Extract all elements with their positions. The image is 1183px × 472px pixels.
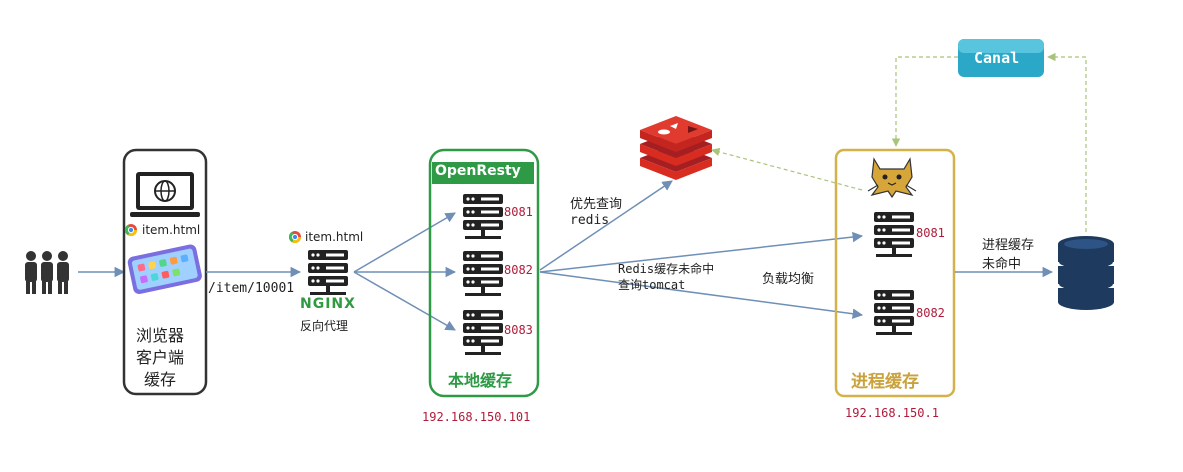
openresty-title: OpenResty xyxy=(435,163,521,179)
canal-label: Canal xyxy=(974,49,1020,67)
edge-database-canal-dashed xyxy=(1047,52,1087,232)
edge-openresty-redis xyxy=(539,180,673,271)
edge-openresty-tomcat-8081 xyxy=(539,231,864,273)
users-icon xyxy=(25,251,69,294)
edge-label-process-miss-2: 未命中 xyxy=(982,257,1022,272)
nginx-server-icon xyxy=(308,250,348,295)
tomcat-server-icon xyxy=(874,290,914,335)
tomcat-port-8081: 8081 xyxy=(916,226,945,240)
tomcat-server-icon xyxy=(874,212,914,257)
browser-file-label: item.html xyxy=(142,223,201,237)
chrome-icon xyxy=(288,231,301,244)
openresty-port-8082: 8082 xyxy=(504,263,533,277)
request-path-label: /item/10001 xyxy=(208,281,295,296)
edge-label-redis-miss-2: 查询tomcat xyxy=(618,278,686,292)
nginx-file-label: item.html xyxy=(305,230,364,244)
openresty-port-8081: 8081 xyxy=(504,205,533,219)
canal-box-highlight xyxy=(958,39,1044,53)
edge-label-redis-first-2: redis xyxy=(570,213,610,228)
openresty-ip: 192.168.150.101 xyxy=(422,410,531,424)
tomcat-caption: 进程缓存 xyxy=(851,372,919,392)
openresty-server-icon xyxy=(463,251,503,296)
edge-canal-tomcat-dashed xyxy=(891,56,958,147)
openresty-caption: 本地缓存 xyxy=(448,371,513,390)
laptop-icon xyxy=(130,172,200,217)
edge-nginx-8081 xyxy=(353,212,456,273)
openresty-port-8083: 8083 xyxy=(504,323,533,337)
database-icon xyxy=(1057,236,1115,310)
tomcat-port-8082: 8082 xyxy=(916,306,945,320)
phone-icon xyxy=(127,244,202,294)
edge-label-process-miss-1: 进程缓存 xyxy=(982,238,1035,253)
edge-label-redis-miss-1: Redis缓存未命中 xyxy=(618,262,715,276)
tomcat-icon xyxy=(867,157,917,199)
openresty-title-bg xyxy=(432,162,534,184)
edge-label-load-balance: 负载均衡 xyxy=(762,272,815,287)
redis-icon xyxy=(640,116,712,180)
browser-caption-line3: 缓存 xyxy=(144,370,177,389)
openresty-server-icon xyxy=(463,310,503,355)
tomcat-ip: 192.168.150.1 xyxy=(845,406,939,420)
openresty-box xyxy=(428,148,540,398)
edge-openresty-tomcat-8082 xyxy=(539,271,864,319)
edge-label-redis-first-1: 优先查询 xyxy=(570,197,623,212)
openresty-server-icon xyxy=(463,194,503,239)
tomcat-box xyxy=(834,148,956,398)
nginx-caption: 反向代理 xyxy=(300,319,349,333)
chrome-icon xyxy=(124,224,137,237)
browser-caption-line2: 客户端 xyxy=(136,348,185,367)
edge-nginx-8083 xyxy=(353,271,456,331)
edge-tomcat-redis-dashed xyxy=(711,147,863,191)
browser-caption-line1: 浏览器 xyxy=(136,326,185,345)
nginx-logo: NGINX xyxy=(300,296,356,312)
